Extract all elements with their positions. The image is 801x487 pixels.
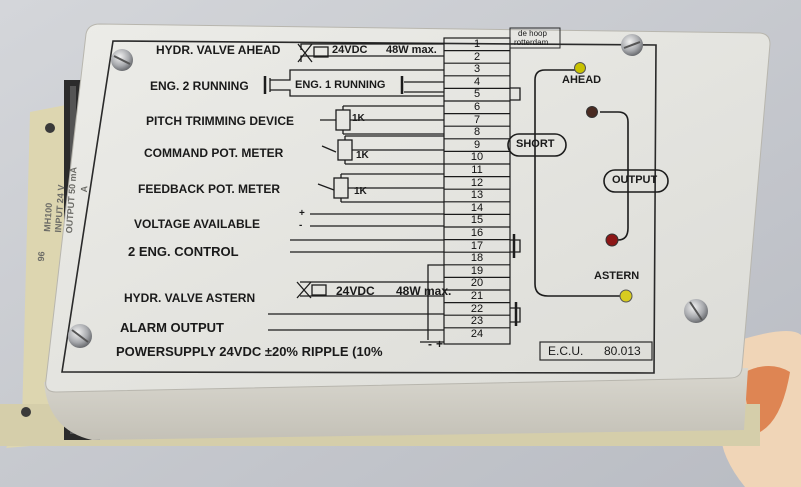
sticker-line-3: OUTPUT 50 mA: [64, 166, 79, 234]
label-hydr-valve-ahead: HYDR. VALVE AHEAD: [156, 43, 281, 57]
sticker-line-5: 96: [36, 251, 47, 262]
terminal-16: 16: [470, 227, 484, 239]
terminal-5: 5: [473, 88, 481, 101]
terminal-14: 14: [470, 201, 484, 214]
terminal-19: 19: [470, 264, 484, 277]
label-power-plus: +: [436, 337, 444, 351]
wiring: [263, 43, 521, 343]
label-spec-ahead: 24VDC: [332, 44, 368, 56]
label-voltage-available: VOLTAGE AVAILABLE: [134, 217, 260, 231]
terminal-12: 12: [470, 176, 484, 189]
model-prefix: E.C.U.: [548, 344, 584, 358]
terminal-10: 10: [470, 151, 484, 164]
label-output: OUTPUT: [612, 174, 658, 186]
label-spec-astern: 24VDC: [336, 284, 375, 298]
label-command-res: 1K: [356, 150, 369, 161]
brand-city: rotterdam: [514, 38, 549, 47]
terminal-13: 13: [470, 189, 484, 202]
led-astern: [619, 289, 633, 303]
label-command-pot: COMMAND POT. METER: [144, 146, 284, 160]
label-power-minus: -: [428, 337, 432, 351]
label-voltage-minus: -: [299, 220, 303, 231]
label-eng2-running: ENG. 2 RUNNING: [150, 79, 249, 93]
label-eng1-running: ENG. 1 RUNNING: [295, 79, 386, 91]
terminal-24: 24: [470, 327, 484, 340]
terminal-7: 7: [473, 113, 481, 126]
terminal-20: 20: [470, 277, 484, 290]
led-ahead: [574, 62, 586, 74]
terminal-4: 4: [473, 75, 481, 88]
label-short: SHORT: [516, 138, 555, 150]
label-watt-astern: 48W max.: [396, 284, 452, 298]
label-ahead: AHEAD: [562, 74, 602, 86]
label-pitch-res: 1K: [352, 113, 365, 124]
sticker-line-1: MH100: [42, 202, 54, 232]
terminal-18: 18: [470, 252, 484, 265]
terminal-strip: [443, 37, 511, 345]
label-feedback-pot: FEEDBACK POT. METER: [138, 182, 281, 196]
sticker-line-4: A: [79, 185, 89, 193]
terminal-9: 9: [473, 138, 481, 151]
terminal-6: 6: [473, 101, 481, 113]
pcb-sticker: MH100 INPUT 24 V OUTPUT 50 mA A 96: [36, 166, 89, 262]
label-watt-ahead: 48W max.: [386, 44, 437, 56]
model-box: [539, 341, 653, 361]
model-number: 80.013: [604, 344, 641, 358]
terminal-17: 17: [470, 239, 484, 252]
sticker-line-2: INPUT 24 V: [53, 184, 66, 233]
screws: [68, 34, 708, 348]
led-red: [605, 233, 619, 247]
led-mid: [586, 106, 598, 118]
label-pitch-trimming: PITCH TRIMMING DEVICE: [146, 114, 295, 128]
label-alarm-output: ALARM OUTPUT: [120, 320, 224, 335]
label-hydr-valve-astern: HYDR. VALVE ASTERN: [124, 291, 256, 305]
brand-box: [509, 27, 561, 49]
terminal-21: 21: [470, 290, 484, 302]
terminal-1: 1: [473, 38, 481, 50]
terminal-11: 11: [471, 164, 483, 176]
terminal-8: 8: [473, 126, 481, 139]
label-feedback-res: 1K: [354, 186, 367, 197]
label-astern: ASTERN: [594, 270, 640, 282]
label-voltage-plus: +: [299, 208, 305, 219]
terminal-15: 15: [470, 214, 484, 227]
terminal-22: 22: [470, 302, 484, 315]
label-power-supply: POWERSUPPLY 24VDC ±20% RIPPLE (10%: [116, 344, 383, 359]
terminal-23: 23: [470, 315, 484, 328]
label-two-eng-control: 2 ENG. CONTROL: [128, 244, 239, 259]
brand-name: de hoop: [518, 29, 547, 38]
control-diagram: [507, 69, 669, 297]
terminal-3: 3: [473, 63, 481, 76]
terminal-2: 2: [473, 50, 481, 63]
